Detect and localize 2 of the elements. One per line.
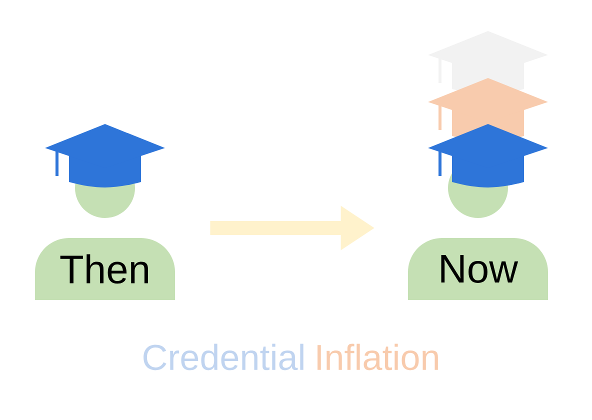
title-word: Credential	[144, 344, 304, 370]
title-word: Inflation	[318, 344, 438, 370]
